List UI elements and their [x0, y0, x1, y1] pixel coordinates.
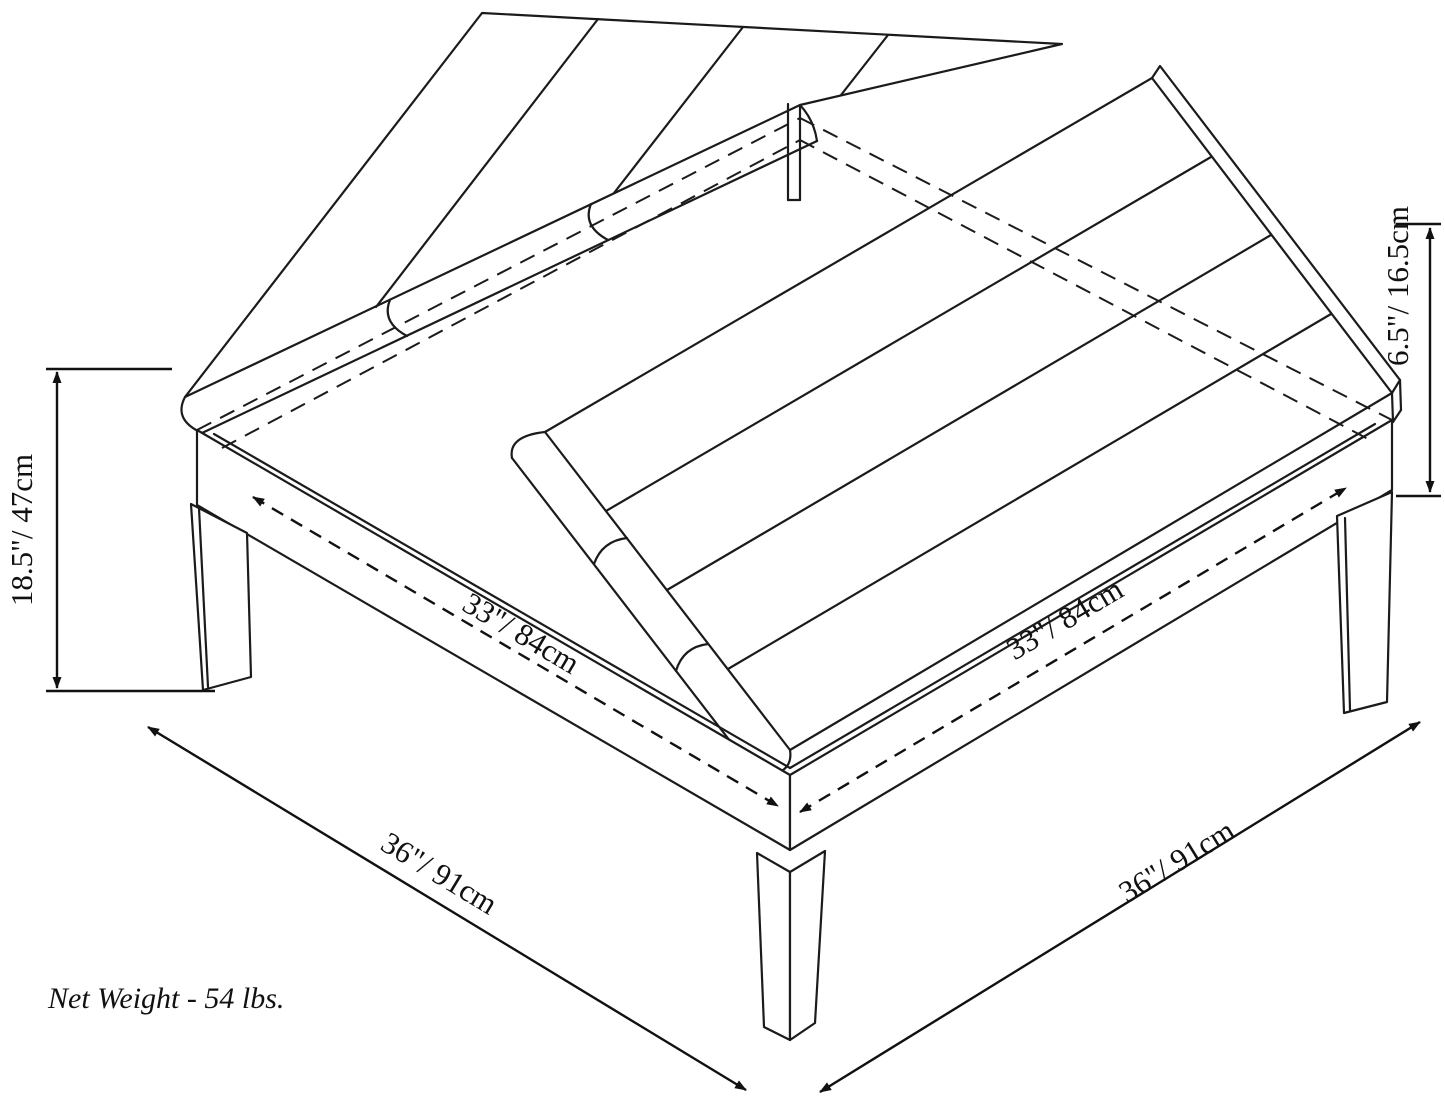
main-lid-corner-thickness-1 — [1390, 391, 1395, 424]
main-lid-roll-divider-1 — [592, 536, 629, 566]
lifted-lid-roll-cap-right — [798, 103, 819, 143]
hidden-back-left-rim — [196, 117, 801, 431]
lifted-lid-seam-2 — [612, 25, 745, 195]
dim-line-base-left — [147, 725, 747, 1092]
dim-label-base-left: 36"/ 91cm — [375, 825, 503, 922]
main-lid-roll-cap-top — [510, 430, 547, 460]
dim-label-base-right: 36"/ 91cm — [1112, 812, 1240, 909]
main-lid-board-edge — [1150, 64, 1402, 395]
net-weight-note: Net Weight - 54 lbs. — [47, 982, 284, 1015]
lifted-lid-roll-divider-2 — [587, 202, 610, 242]
lifted-lid-outline — [183, 11, 1064, 399]
left-leg-edge — [197, 506, 210, 689]
dim-label-lid: 6.5"/ 16.5cm — [1380, 206, 1415, 366]
lifted-lid — [180, 11, 1064, 435]
main-lid-roll-divider-2 — [674, 642, 710, 673]
dimension-lines — [46, 222, 1441, 1094]
dim-line-base-right — [819, 720, 1421, 1094]
main-lid-corner-thickness-3 — [1391, 408, 1403, 424]
lifted-lid-roll-cap-left — [180, 395, 204, 435]
legs — [189, 490, 1394, 1042]
lifted-lid-seam-1 — [374, 17, 600, 309]
lifted-lid-roll-outer — [200, 139, 819, 435]
lifted-lid-seam-3 — [839, 33, 890, 97]
lid-support-strut — [786, 102, 802, 202]
front-leg-right-face — [788, 849, 827, 1042]
dim-line-inner-right — [799, 486, 1347, 814]
main-lid-seam-1 — [604, 155, 1213, 513]
hidden-back-right-rim-inner — [799, 139, 1371, 441]
front-leg-left-face — [755, 851, 792, 1042]
dim-label-height: 18.5"/ 47cm — [4, 454, 39, 606]
hidden-back-right-rim — [799, 117, 1393, 421]
lifted-lid-roll-divider-1 — [386, 298, 409, 338]
hidden-back-left-rim-inner — [221, 139, 801, 449]
main-lid-corner-thickness-2 — [1398, 378, 1403, 412]
hidden-edges — [196, 117, 1393, 449]
